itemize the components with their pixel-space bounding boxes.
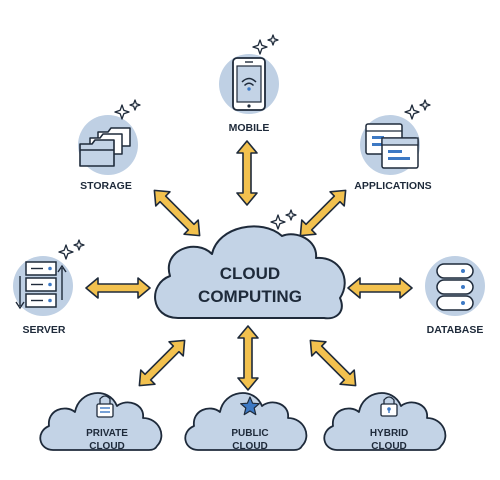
server-node: SERVER: [13, 239, 85, 336]
folders-icon: [79, 127, 131, 167]
public-cloud-label-line2: CLOUD: [232, 441, 268, 452]
arrow-storage: [146, 182, 208, 244]
mobile-label: MOBILE: [229, 122, 270, 134]
private-cloud: PRIVATE CLOUD: [39, 392, 163, 452]
center-sparkles: [270, 209, 297, 230]
public-cloud-label-line1: PUBLIC: [231, 428, 268, 439]
arrow-applications: [292, 182, 354, 244]
hybrid-cloud-label-line1: HYBRID: [370, 428, 408, 439]
mobile-node: MOBILE: [219, 34, 279, 134]
applications-node: APPLICATIONS: [354, 99, 432, 192]
public-cloud: PUBLIC CLOUD: [184, 392, 308, 452]
server-sparkles: [58, 239, 85, 260]
star-icon: [240, 396, 260, 416]
applications-sparkles: [404, 99, 431, 120]
arrow-private-cloud: [131, 332, 193, 394]
center-title-line1: CLOUD: [220, 264, 280, 283]
arrow-hybrid-cloud: [302, 332, 364, 394]
database-label: DATABASE: [427, 324, 484, 336]
arrow-mobile: [236, 140, 258, 206]
arrow-database: [347, 277, 413, 299]
app-windows-icon: [365, 123, 419, 169]
center-title-line2: COMPUTING: [198, 287, 302, 306]
server-label: SERVER: [23, 324, 66, 336]
storage-node: STORAGE: [78, 99, 141, 192]
storage-sparkles: [114, 99, 141, 120]
storage-label: STORAGE: [80, 180, 132, 192]
database-icon: [436, 263, 474, 311]
database-node: DATABASE: [425, 256, 485, 336]
mobile-sparkles: [252, 34, 279, 55]
arrow-public-cloud: [237, 325, 259, 391]
mobile-phone-icon: [232, 57, 266, 111]
arrow-server: [85, 277, 151, 299]
padlock-icon: [380, 396, 398, 417]
applications-label: APPLICATIONS: [354, 180, 431, 192]
private-cloud-label-line2: CLOUD: [89, 441, 125, 452]
hybrid-cloud: HYBRID CLOUD: [323, 392, 447, 452]
lock-icon: [96, 395, 114, 418]
private-cloud-label-line1: PRIVATE: [86, 428, 128, 439]
center-cloud: CLOUD COMPUTING: [154, 209, 346, 320]
hybrid-cloud-label-line2: CLOUD: [371, 441, 407, 452]
server-rack-icon: [15, 261, 67, 310]
